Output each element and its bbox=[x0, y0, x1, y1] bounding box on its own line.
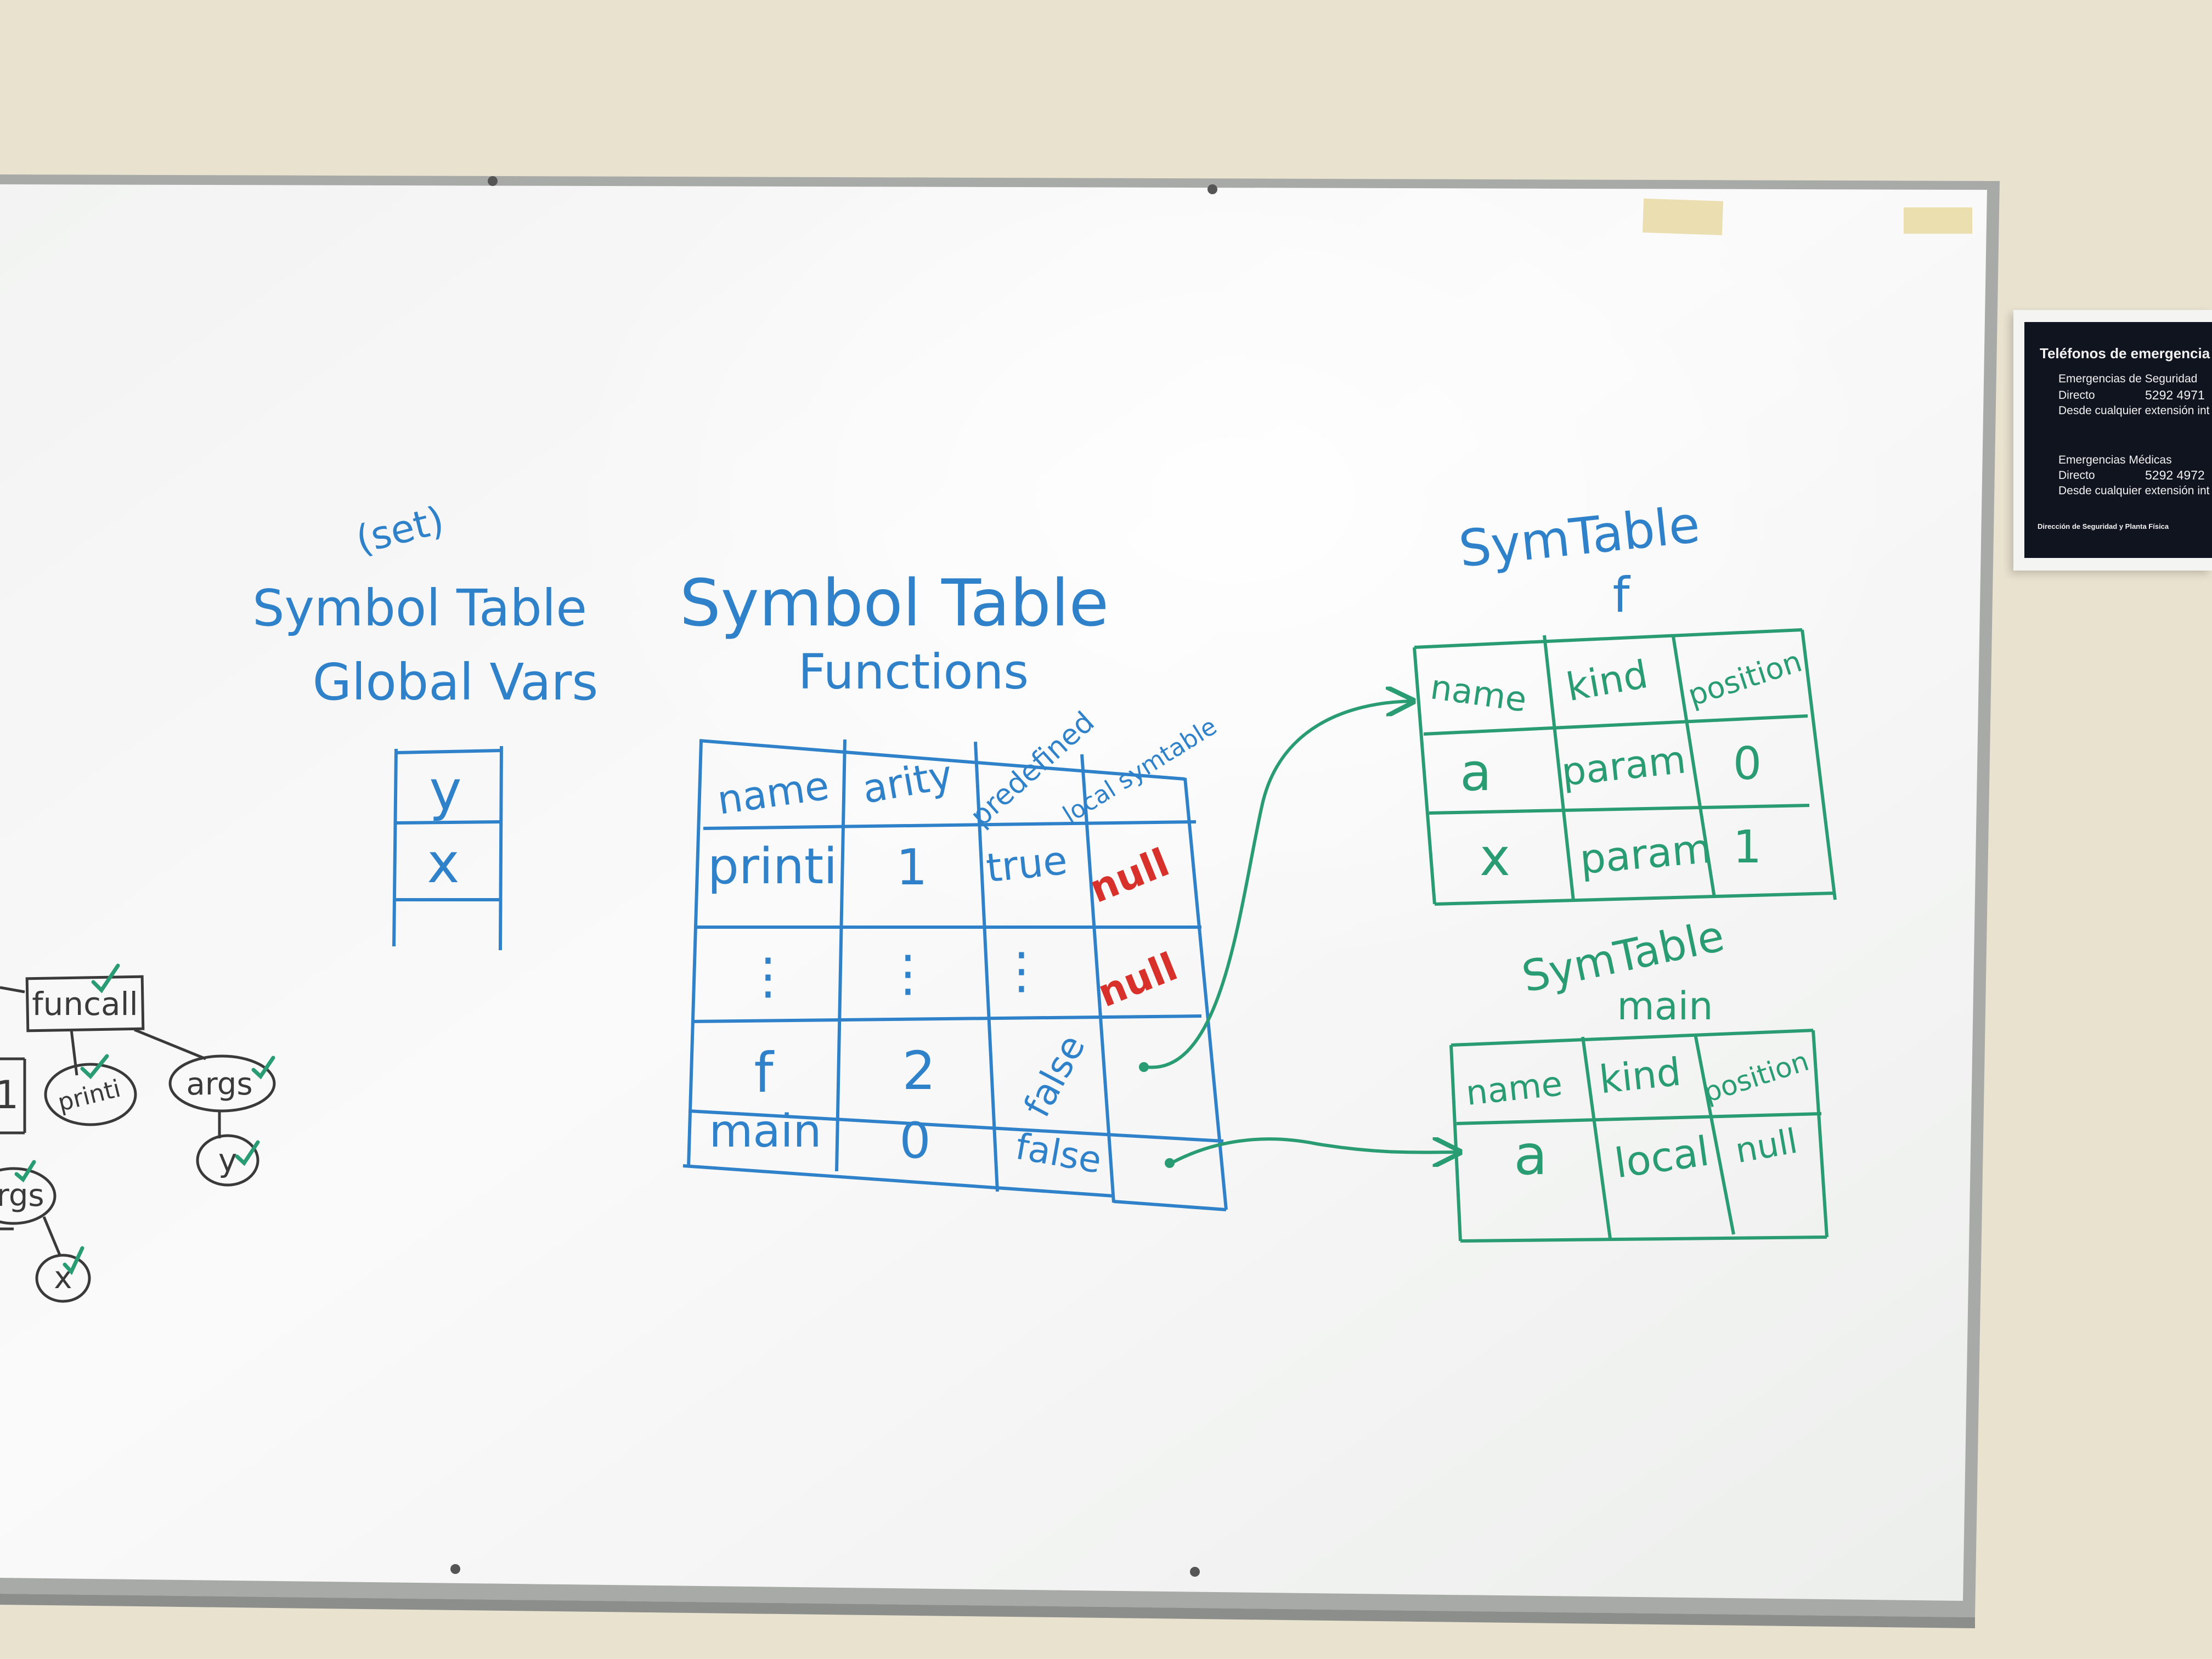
tree-node-ellipse bbox=[44, 1063, 137, 1126]
tree-label-funcall: funcall bbox=[32, 985, 138, 1023]
symtable-f-cell-kind: param bbox=[1578, 825, 1713, 884]
functions-cell-name: main bbox=[709, 1105, 822, 1158]
functions-cell-name: ⋮ bbox=[743, 947, 793, 1005]
functions-table-title: Symbol Table bbox=[680, 565, 1109, 641]
tape-strip-1 bbox=[1642, 198, 1724, 235]
sign-direct-label-2: Directo bbox=[2058, 469, 2095, 482]
tree-label-x: x bbox=[54, 1260, 72, 1296]
functions-cell-name: printi bbox=[708, 838, 837, 895]
symtable-main-cell-name: a bbox=[1514, 1123, 1547, 1187]
check-icon bbox=[80, 1054, 109, 1080]
arrow-f-to-symtable-f bbox=[1146, 701, 1413, 1069]
symtable-f-cell-name: a bbox=[1460, 743, 1492, 803]
functions-table: Symbol Table Functions name arity predef… bbox=[680, 565, 1228, 1211]
symtable-f-row: x param 1 bbox=[1480, 821, 1762, 888]
symtable-f-cell-position: 0 bbox=[1733, 738, 1762, 790]
functions-cell-local-pointer-dot bbox=[1165, 1158, 1175, 1168]
functions-cell-arity: 2 bbox=[902, 1040, 935, 1102]
sign-direct-label: Directo bbox=[2058, 389, 2095, 402]
tree-node-ellipse bbox=[168, 1054, 276, 1113]
functions-cell-arity: 0 bbox=[899, 1112, 930, 1170]
functions-cell-predefined: ⋮ bbox=[997, 942, 1046, 1000]
check-icon bbox=[235, 1140, 260, 1166]
tree-node-ellipse bbox=[196, 1134, 259, 1187]
syntax-tree bbox=[0, 975, 276, 1303]
check-icon bbox=[91, 963, 120, 994]
global-vars-grid bbox=[392, 746, 503, 951]
marker-tray bbox=[0, 1594, 1975, 1628]
functions-cell-arity: 1 bbox=[896, 839, 927, 896]
functions-table-subtitle: Functions bbox=[798, 644, 1029, 700]
symtable-f-subtitle: f bbox=[1613, 567, 1631, 623]
symtable-f-cell-position: 1 bbox=[1733, 821, 1762, 873]
board-screw bbox=[1207, 184, 1217, 194]
check-icon bbox=[63, 1246, 84, 1276]
arrow-main-to-symtable-main bbox=[1170, 1139, 1459, 1163]
board-screw bbox=[1190, 1567, 1200, 1577]
tree-node-ellipse bbox=[0, 1167, 57, 1225]
sign-background: Teléfonos de emergencia Emergencias de S… bbox=[2024, 322, 2212, 558]
functions-cell-predefined: true bbox=[984, 837, 1070, 891]
sign-medical-label: Emergencias Médicas bbox=[2058, 454, 2172, 466]
board-screw bbox=[450, 1564, 460, 1574]
functions-cell-local-pointer-dot bbox=[1139, 1062, 1149, 1072]
tree-label-edge: 1 bbox=[0, 1073, 19, 1118]
global-vars-title: Symbol Table bbox=[252, 579, 587, 637]
sign-footer: Dirección de Seguridad y Planta Física bbox=[2038, 522, 2169, 531]
functions-cell-arity: ⋮ bbox=[883, 945, 933, 1002]
whiteboard bbox=[0, 174, 2000, 1628]
global-var-x: x bbox=[427, 831, 459, 895]
functions-cell-name: f bbox=[754, 1041, 775, 1105]
tree-label-args: args bbox=[186, 1066, 252, 1102]
symtable-main-header-kind: kind bbox=[1597, 1049, 1683, 1102]
check-icon bbox=[14, 1160, 36, 1183]
sign-title: Teléfonos de emergencia bbox=[2040, 345, 2210, 362]
board-glare bbox=[0, 184, 1987, 1601]
sign-medical-number: 5292 4972 bbox=[2145, 468, 2205, 482]
tape-strip-2 bbox=[1904, 207, 1972, 234]
symtable-f-grid bbox=[1413, 628, 1837, 906]
sign-extension-note-2: Desde cualquier extensión int bbox=[2058, 484, 2210, 497]
tree-label-args: args bbox=[0, 1178, 44, 1214]
syntax-tree-labels: funcall printi args y args x 1 bbox=[0, 985, 253, 1296]
tree-node-box bbox=[25, 975, 145, 1032]
tree-check-marks bbox=[14, 963, 275, 1276]
global-var-y: y bbox=[429, 758, 461, 822]
symtable-f-cell-name: x bbox=[1480, 828, 1510, 888]
symtable-main-grid bbox=[1449, 1029, 1829, 1243]
check-icon bbox=[251, 1056, 275, 1080]
functions-table-grid bbox=[682, 739, 1228, 1211]
sign-security-label: Emergencias de Seguridad bbox=[2058, 373, 2198, 385]
functions-row: printi 1 true null bbox=[708, 837, 1176, 912]
tree-node-ellipse bbox=[35, 1254, 91, 1303]
tree-label-y: y bbox=[218, 1142, 237, 1179]
global-vars-subtitle: Global Vars bbox=[313, 653, 599, 712]
sign-extension-note: Desde cualquier extensión int bbox=[2058, 404, 2210, 417]
sign-security-number: 5292 4971 bbox=[2145, 388, 2205, 402]
emergency-phones-sign: Teléfonos de emergencia Emergencias de S… bbox=[2013, 310, 2212, 571]
board-screw bbox=[488, 176, 498, 186]
symtable-main-subtitle: main bbox=[1617, 984, 1713, 1029]
